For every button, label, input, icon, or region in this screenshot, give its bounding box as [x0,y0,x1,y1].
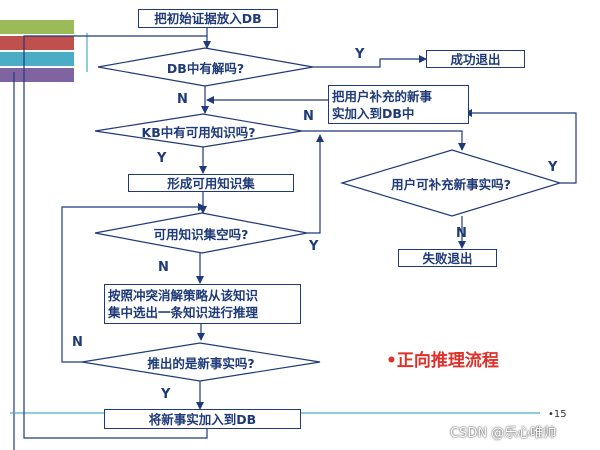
diamond-set-empty [94,212,308,254]
user-supply-text: 用户可补充新事实吗? [391,176,511,192]
diamond-db-solved [97,47,314,87]
label-db-yes: Y [355,47,365,62]
label-new-no: N [72,335,83,350]
kb-available-text: KB中有可用知识吗? [141,124,256,140]
db-solved-text: DB中有解吗? [166,60,245,76]
label-db-no: N [177,92,188,107]
label-user-yes: Y [548,160,558,175]
form-set-box: 形成可用知识集 [128,174,294,192]
label-kb-yes: Y [157,151,167,166]
edge-loop-to-db [23,35,208,439]
label-kb-no: N [303,109,314,124]
decor-stripe-green [0,20,74,34]
watermark: CSDN @乐心唯帅 [450,426,557,441]
edge-new-no [61,203,206,363]
diamond-user-supply [339,149,563,217]
add-new-fact-box: 将新事实加入到DB [104,409,301,429]
add-facts-box: 把用户补充的新事 实加入到DB中 [328,85,469,124]
edge-db-yes [313,55,427,68]
label-user-no: N [456,226,467,241]
start-box: 把初始证据放入DB [138,9,278,28]
success-box: 成功退出 [426,50,525,68]
decor-stripe-cyan [0,52,74,66]
select-rule-box: 按照冲突消解策略从该知识 集中选出一条知识进行推理 [104,284,301,324]
decor-stripe-purple [0,68,74,82]
label-empty-no: N [158,260,169,275]
diamond-new-fact [81,342,321,382]
new-fact-text: 推出的是新事实吗? [147,355,255,371]
page-number: •15 [548,409,567,420]
label-empty-yes: Y [309,239,319,254]
edge-empty-yes [307,134,324,234]
edge-kb-no [302,130,466,151]
edge-user-yes [464,109,577,184]
slide-title: •正向推理流程 [386,351,499,371]
fail-box: 失败退出 [398,249,497,267]
set-empty-text: 可用知识集空吗? [153,226,249,242]
label-new-yes: Y [161,387,171,402]
decor-stripe-red [0,36,74,50]
diamond-kb-available [94,113,303,148]
